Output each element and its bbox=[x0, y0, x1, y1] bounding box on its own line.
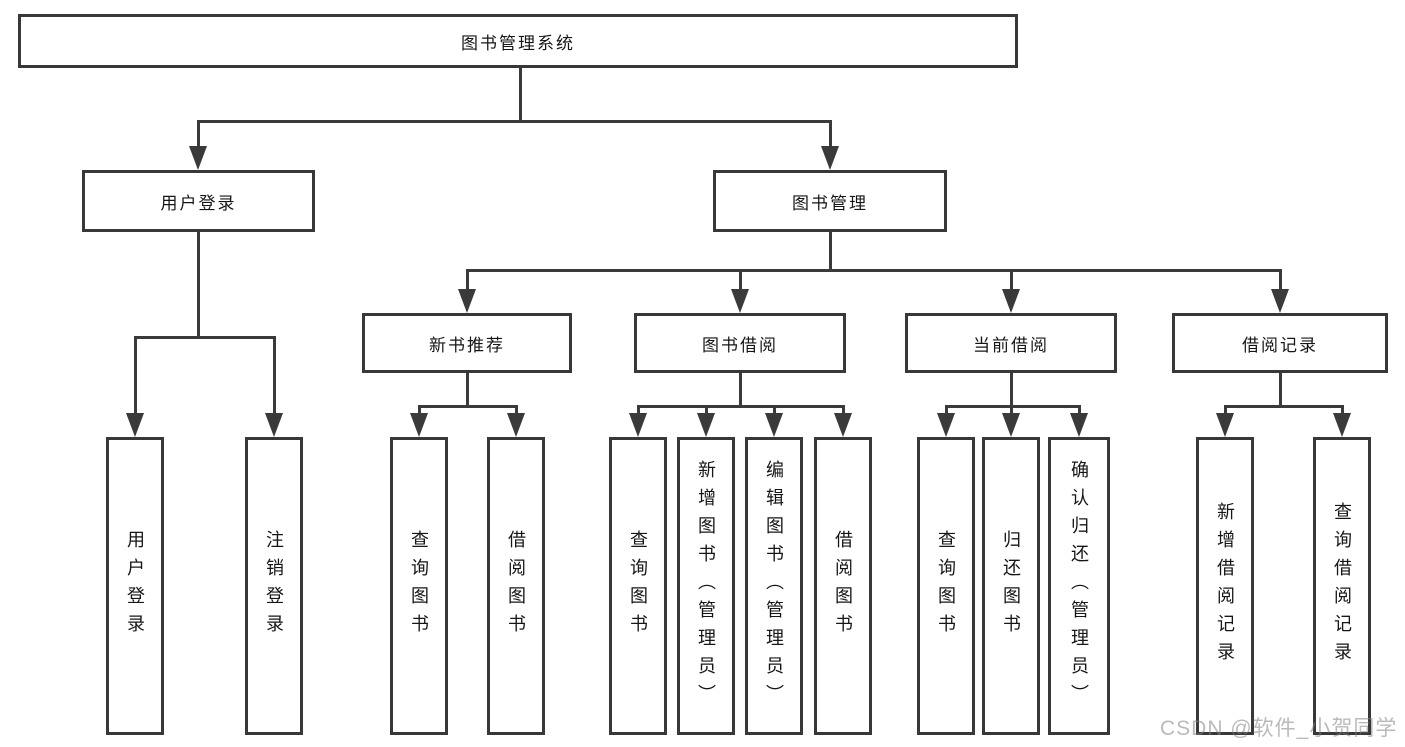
node-borrowing-records: 借阅记录 bbox=[1172, 313, 1388, 373]
connector-line bbox=[196, 120, 200, 148]
arrow-down-icon bbox=[1002, 289, 1020, 313]
connector-line bbox=[465, 269, 469, 292]
connector-line bbox=[704, 405, 708, 415]
node-bb-query-books: 查询图书 bbox=[609, 437, 667, 735]
arrow-down-icon bbox=[507, 413, 525, 437]
connector-line bbox=[196, 232, 200, 336]
csdn-watermark: CSDN @软件_小贺同学 bbox=[1160, 717, 1398, 740]
arrow-down-icon bbox=[731, 289, 749, 313]
node-root: 图书管理系统 bbox=[18, 14, 1018, 68]
arrow-down-icon bbox=[265, 413, 283, 437]
connector-line bbox=[828, 232, 832, 272]
node-rec-borrow-books: 借阅图书 bbox=[487, 437, 545, 735]
node-book-management: 图书管理 bbox=[713, 170, 947, 232]
connector-line bbox=[944, 405, 1081, 408]
connector-line bbox=[944, 405, 948, 415]
connector-line bbox=[1278, 373, 1282, 408]
arrow-down-icon bbox=[765, 413, 783, 437]
node-cb-return-books: 归还图书 bbox=[982, 437, 1040, 735]
arrow-down-icon bbox=[629, 413, 647, 437]
arrow-down-icon bbox=[1070, 413, 1088, 437]
connector-line bbox=[1009, 405, 1013, 415]
node-cb-query-books: 查询图书 bbox=[917, 437, 975, 735]
connector-line bbox=[518, 68, 522, 120]
connector-line bbox=[465, 269, 1282, 272]
connector-line bbox=[196, 120, 832, 123]
arrow-down-icon bbox=[1216, 413, 1234, 437]
connector-line bbox=[417, 405, 421, 415]
connector-line bbox=[465, 373, 469, 408]
node-cb-confirm-return-admin: 确认归还（管理员） bbox=[1048, 437, 1110, 735]
arrow-down-icon bbox=[1002, 413, 1020, 437]
arrow-down-icon bbox=[189, 146, 207, 170]
connector-line bbox=[1077, 405, 1081, 415]
node-login: 用户登录 bbox=[106, 437, 164, 735]
node-logout: 注销登录 bbox=[245, 437, 303, 735]
connector-line bbox=[272, 336, 276, 414]
connector-line bbox=[772, 405, 776, 415]
arrow-down-icon bbox=[1333, 413, 1351, 437]
connector-line bbox=[1278, 269, 1282, 292]
node-rec-query-books: 查询图书 bbox=[390, 437, 448, 735]
connector-line bbox=[828, 120, 832, 148]
arrow-down-icon bbox=[834, 413, 852, 437]
node-br-query-record: 查询借阅记录 bbox=[1313, 437, 1371, 735]
connector-line bbox=[738, 269, 742, 292]
connector-line bbox=[636, 405, 640, 415]
connector-line bbox=[636, 405, 844, 408]
connector-line bbox=[1009, 373, 1013, 408]
node-bb-borrow-books: 借阅图书 bbox=[814, 437, 872, 735]
connector-line bbox=[133, 336, 137, 414]
arrow-down-icon bbox=[1271, 289, 1289, 313]
arrow-down-icon bbox=[821, 146, 839, 170]
connector-line bbox=[1009, 269, 1013, 292]
arrow-down-icon bbox=[458, 289, 476, 313]
arrow-down-icon bbox=[410, 413, 428, 437]
node-bb-add-books-admin: 新增图书（管理员） bbox=[677, 437, 735, 735]
connector-line bbox=[841, 405, 845, 415]
node-book-borrowing: 图书借阅 bbox=[634, 313, 846, 373]
arrow-down-icon bbox=[697, 413, 715, 437]
node-br-add-record: 新增借阅记录 bbox=[1196, 437, 1254, 735]
node-current-borrowing: 当前借阅 bbox=[905, 313, 1117, 373]
connector-line bbox=[1340, 405, 1344, 415]
connector-line bbox=[738, 373, 742, 408]
node-user-login: 用户登录 bbox=[82, 170, 315, 232]
arrow-down-icon bbox=[126, 413, 144, 437]
connector-line bbox=[1223, 405, 1227, 415]
connector-line bbox=[514, 405, 518, 415]
node-new-book-recommend: 新书推荐 bbox=[362, 313, 572, 373]
node-bb-edit-books-admin: 编辑图书（管理员） bbox=[745, 437, 803, 735]
connector-line bbox=[417, 405, 518, 408]
connector-line bbox=[133, 336, 276, 339]
connector-line bbox=[1223, 405, 1344, 408]
arrow-down-icon bbox=[937, 413, 955, 437]
